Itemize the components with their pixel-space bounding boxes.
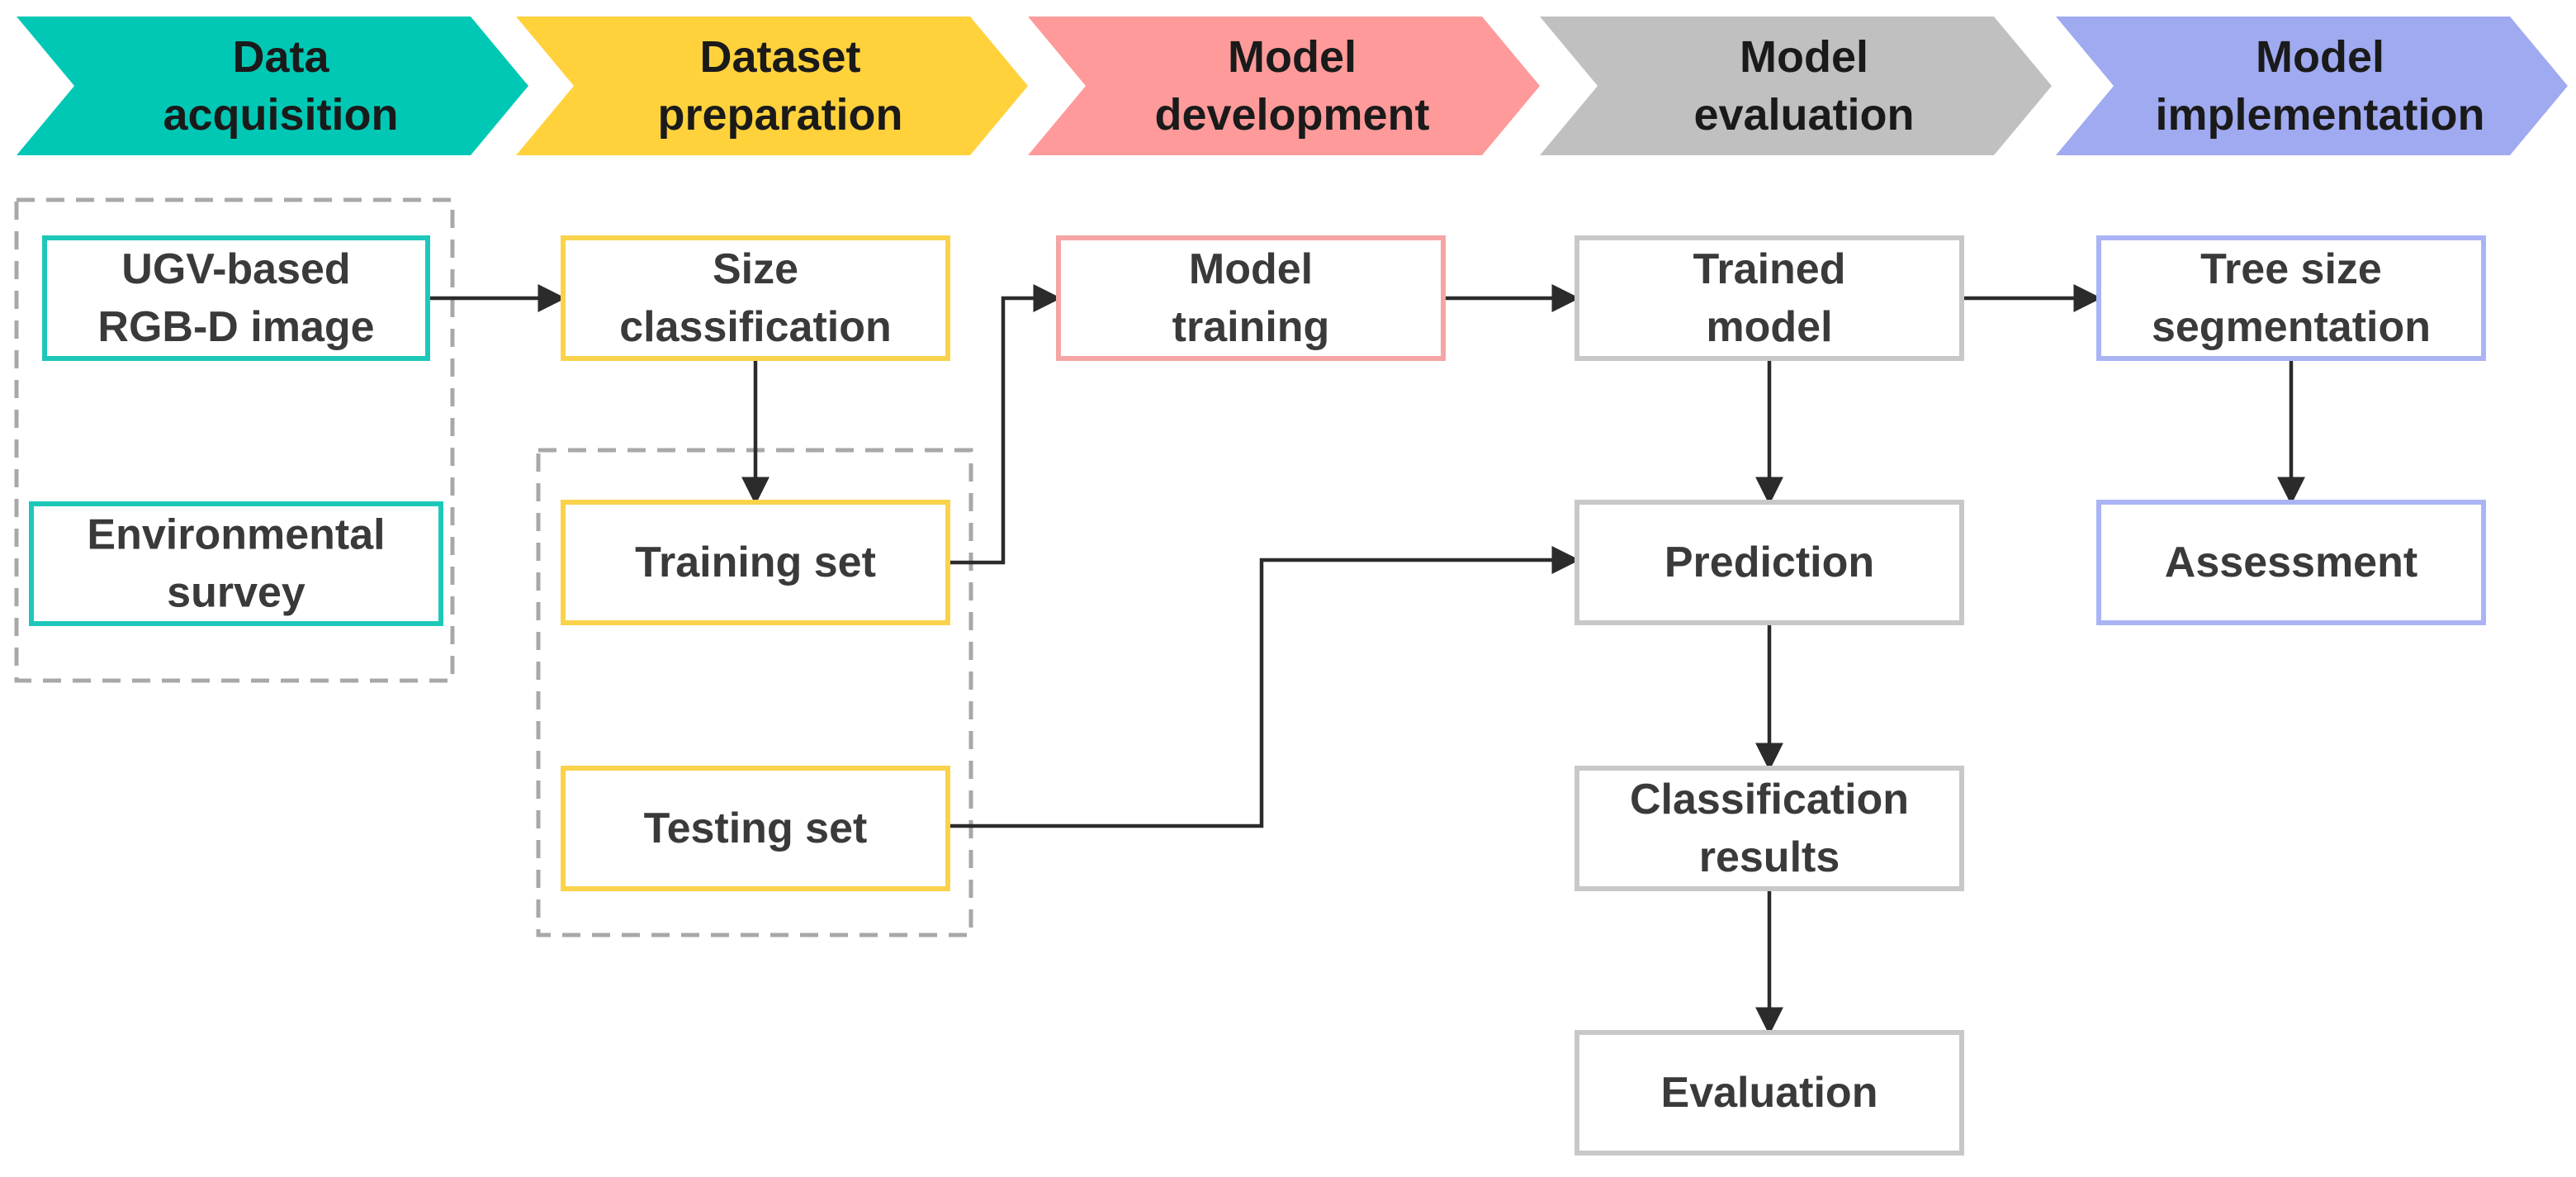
training-set-box: Training set xyxy=(561,500,950,625)
connector-layer xyxy=(428,284,2305,1036)
box-label-line: classification xyxy=(619,303,891,351)
stage-chevron xyxy=(17,17,528,155)
stage-label-line: Model xyxy=(2256,32,2384,82)
box-outline xyxy=(29,501,443,626)
box-label-line: Model xyxy=(1189,245,1313,293)
box-outline xyxy=(1056,235,1446,361)
classification-results-box: Classification results xyxy=(1574,766,1964,891)
testing-set-box: Testing set xyxy=(561,766,950,891)
box-label-line: Assessment xyxy=(2165,539,2417,586)
stage-label-line: evaluation xyxy=(1693,90,1914,140)
stage-preparation: Dataset preparation xyxy=(516,17,1028,155)
prediction-box: Prediction xyxy=(1574,500,1964,625)
stage-chevron xyxy=(516,17,1028,155)
stage-development: Model development xyxy=(1028,17,1540,155)
stage-label-line: development xyxy=(1154,90,1429,140)
box-label-line: training xyxy=(1172,303,1330,351)
box-label-line: UGV-based xyxy=(121,245,350,293)
box-outline xyxy=(1574,766,1964,891)
box-outline xyxy=(1574,235,1964,361)
box-label-line: Environmental xyxy=(87,511,385,559)
trained-model-box: Trained model xyxy=(1574,235,1964,361)
box-outline xyxy=(561,500,950,625)
box-outline xyxy=(561,766,950,891)
stage-label-line: acquisition xyxy=(163,90,398,140)
box-label-line: results xyxy=(1699,833,1840,881)
box-outline xyxy=(1574,1030,1964,1156)
box-label-line: Trained xyxy=(1693,245,1846,293)
stage-label-line: Dataset xyxy=(699,32,860,82)
box-label-line: Testing set xyxy=(644,804,868,852)
stage-banner: Data acquisition Dataset preparation Model de… xyxy=(17,17,2568,155)
box-outline xyxy=(1574,500,1964,625)
box-label-line: Classification xyxy=(1630,776,1909,823)
box-outline xyxy=(2096,235,2486,361)
stage-chevron xyxy=(1028,17,1540,155)
environmental-survey-box: Environmental survey xyxy=(29,501,443,626)
box-outline xyxy=(42,235,430,361)
box-outline xyxy=(561,235,950,361)
stage-chevron xyxy=(1540,17,2052,155)
stage-chevron xyxy=(2056,17,2568,155)
assessment-box: Assessment xyxy=(2096,500,2486,625)
stage-label-line: Data xyxy=(232,32,329,82)
stage-label-line: Model xyxy=(1228,32,1357,82)
box-label-line: Evaluation xyxy=(1661,1069,1878,1117)
stage-label-line: implementation xyxy=(2155,90,2484,140)
box-label-line: survey xyxy=(167,569,305,617)
box-label-line: Prediction xyxy=(1664,539,1874,586)
evaluation-box: Evaluation xyxy=(1574,1030,1964,1156)
model-training-box: Model training xyxy=(1056,235,1446,361)
stage-evaluation: Model evaluation xyxy=(1540,17,2052,155)
box-label-line: Tree size xyxy=(2200,245,2382,293)
stage-label-line: Model xyxy=(1740,32,1868,82)
stage-implementation: Model implementation xyxy=(2056,17,2568,155)
box-label-line: model xyxy=(1706,303,1832,351)
box-outline xyxy=(2096,500,2486,625)
stage-acquisition: Data acquisition xyxy=(17,17,528,155)
stage-label-line: preparation xyxy=(657,90,902,140)
size-classification-box: Size classification xyxy=(561,235,950,361)
box-label-line: RGB-D image xyxy=(97,303,374,351)
acquisition-group-outline xyxy=(14,197,455,683)
box-label-line: segmentation xyxy=(2152,303,2431,351)
box-label-line: Size xyxy=(713,245,798,293)
tree-size-segmentation-box: Tree size segmentation xyxy=(2096,235,2486,361)
box-label-line: Training set xyxy=(635,539,876,586)
arrow-training-set-to-model-training xyxy=(948,284,1062,565)
arrow-testing-set-to-prediction xyxy=(948,546,1580,828)
